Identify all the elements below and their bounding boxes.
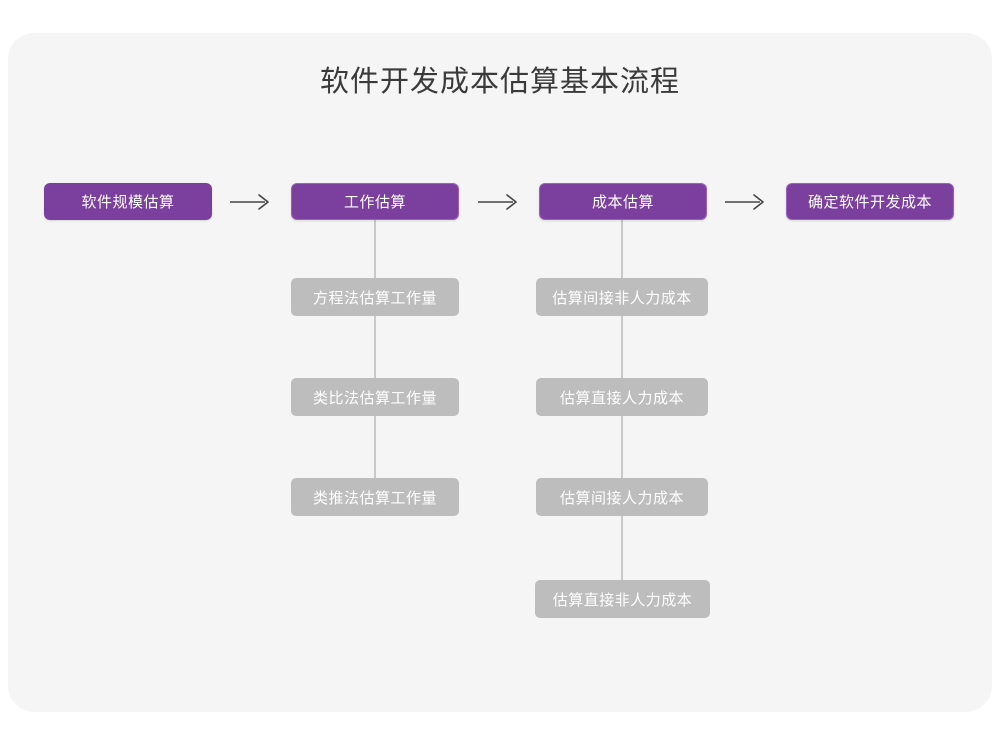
flow-step-determine-development-cost[interactable]: 确定软件开发成本	[786, 183, 954, 220]
sub-step-indirect-labor-cost[interactable]: 估算间接人力成本	[536, 478, 708, 516]
sub-step-inference-method-effort[interactable]: 类推法估算工作量	[291, 478, 459, 516]
flow-step-cost-estimation[interactable]: 成本估算	[539, 183, 707, 220]
flow-step-software-scale-estimation[interactable]: 软件规模估算	[44, 183, 212, 220]
connector-line-cost-estimation	[621, 220, 623, 618]
right-arrow-icon	[229, 192, 273, 212]
flow-step-label: 成本估算	[591, 194, 654, 211]
sub-step-label: 方程法估算工作量	[312, 289, 437, 307]
right-arrow-icon	[724, 192, 768, 212]
sub-step-label: 估算间接非人力成本	[552, 289, 692, 307]
sub-step-label: 类推法估算工作量	[312, 489, 437, 507]
sub-step-analogy-method-effort[interactable]: 类比法估算工作量	[291, 378, 459, 416]
flow-step-work-estimation[interactable]: 工作估算	[291, 183, 459, 220]
page-title: 软件开发成本估算基本流程	[319, 66, 680, 98]
sub-step-indirect-non-labor-cost[interactable]: 估算间接非人力成本	[536, 278, 708, 316]
sub-step-label: 估算间接人力成本	[559, 489, 684, 507]
sub-step-label: 估算直接人力成本	[559, 389, 684, 407]
sub-step-label: 估算直接非人力成本	[552, 591, 693, 609]
diagram-canvas	[8, 33, 992, 712]
sub-step-equation-method-effort[interactable]: 方程法估算工作量	[291, 278, 459, 316]
connector-line-work-estimation	[374, 220, 376, 516]
flow-step-label: 确定软件开发成本	[807, 194, 932, 211]
right-arrow-icon	[477, 192, 521, 212]
sub-step-direct-labor-cost[interactable]: 估算直接人力成本	[536, 378, 708, 416]
flow-step-label: 工作估算	[343, 194, 406, 211]
flow-step-label: 软件规模估算	[81, 194, 175, 211]
sub-step-label: 类比法估算工作量	[312, 389, 437, 407]
sub-step-direct-non-labor-cost[interactable]: 估算直接非人力成本	[535, 580, 710, 618]
